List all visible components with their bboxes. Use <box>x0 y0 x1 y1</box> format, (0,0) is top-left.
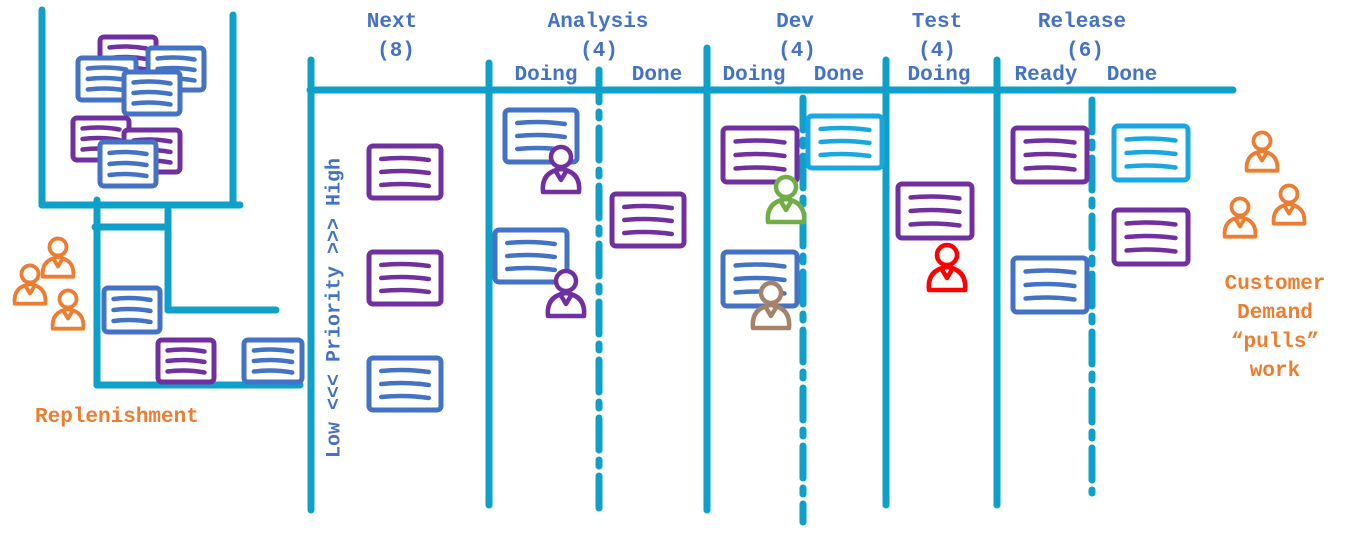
card-13 <box>366 355 444 413</box>
card-7 <box>97 139 159 189</box>
priority-axis-label: Low <<< Priority >>> High <box>323 157 347 459</box>
card-9 <box>155 337 217 385</box>
card-21 <box>1010 125 1090 185</box>
person-analyst-5 <box>545 268 587 319</box>
column-analysis-done: Done <box>631 64 683 87</box>
column-analysis-doing: Doing <box>514 64 578 87</box>
person-replenish-3 <box>50 288 86 331</box>
column-dev-done: Done <box>813 64 865 87</box>
card-24 <box>1111 207 1191 267</box>
card-12 <box>366 249 444 307</box>
card-22 <box>1010 255 1090 315</box>
replenishment-label: Replenishment <box>35 406 199 429</box>
column-test-limit: (4) <box>918 40 956 63</box>
work-cards <box>70 34 1191 413</box>
card-23 <box>1111 123 1191 183</box>
person-analyst-4 <box>540 144 582 195</box>
column-test-title: Test <box>911 11 963 34</box>
customer-demand-label: Customer Demand “pulls” work <box>1225 270 1326 386</box>
card-20 <box>895 181 975 241</box>
card-15 <box>492 227 570 285</box>
column-analysis-title: Analysis <box>547 11 649 34</box>
column-release-limit: (6) <box>1066 40 1104 63</box>
column-next-title: Next <box>366 11 418 34</box>
column-dev-doing: Doing <box>722 64 786 87</box>
card-11 <box>366 143 444 201</box>
column-analysis-limit: (4) <box>580 40 618 63</box>
person-replenish-2 <box>12 263 48 306</box>
customer-demand-line-3: “pulls” <box>1230 331 1320 354</box>
board-lines <box>38 6 1237 526</box>
card-4 <box>121 69 183 117</box>
person-developer-7 <box>750 280 792 331</box>
person-customer-11 <box>1271 183 1307 226</box>
person-tester-8 <box>926 242 968 293</box>
customer-demand-line-1: Customer <box>1224 273 1326 296</box>
column-release-done: Done <box>1106 64 1158 87</box>
column-dev-title: Dev <box>776 11 814 34</box>
column-dev-limit: (4) <box>778 40 816 63</box>
person-replenish-1 <box>40 236 76 279</box>
card-17 <box>720 125 800 185</box>
card-16 <box>609 191 687 249</box>
column-release-ready: Ready <box>1014 64 1078 87</box>
customer-demand-line-4: work <box>1249 360 1301 383</box>
customer-demand-line-2: Demand <box>1237 302 1313 325</box>
column-release-title: Release <box>1037 11 1127 34</box>
column-test-doing: Doing <box>907 64 971 87</box>
person-customer-10 <box>1222 196 1258 239</box>
card-8 <box>101 285 163 335</box>
column-next-limit: (8) <box>377 40 415 63</box>
card-10 <box>241 337 305 385</box>
people <box>12 130 1307 331</box>
person-customer-9 <box>1244 130 1280 173</box>
card-18 <box>805 113 885 171</box>
person-developer-6 <box>765 174 807 225</box>
